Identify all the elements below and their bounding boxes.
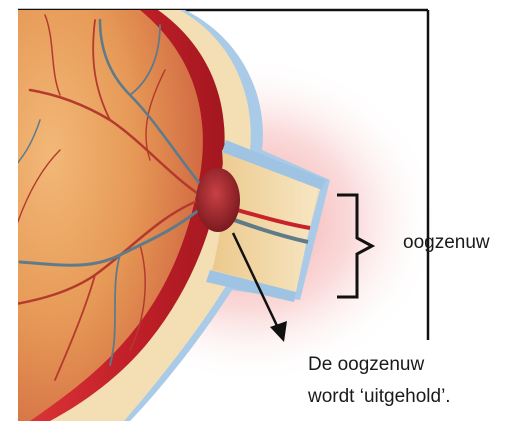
cupping-caption-line2: wordt ‘uitgehold’. xyxy=(308,386,451,408)
cupping-caption-line1: De oogzenuw xyxy=(308,354,424,376)
optic-nerve-label: oogzenuw xyxy=(403,232,490,254)
optic-disc-cup xyxy=(196,168,240,232)
